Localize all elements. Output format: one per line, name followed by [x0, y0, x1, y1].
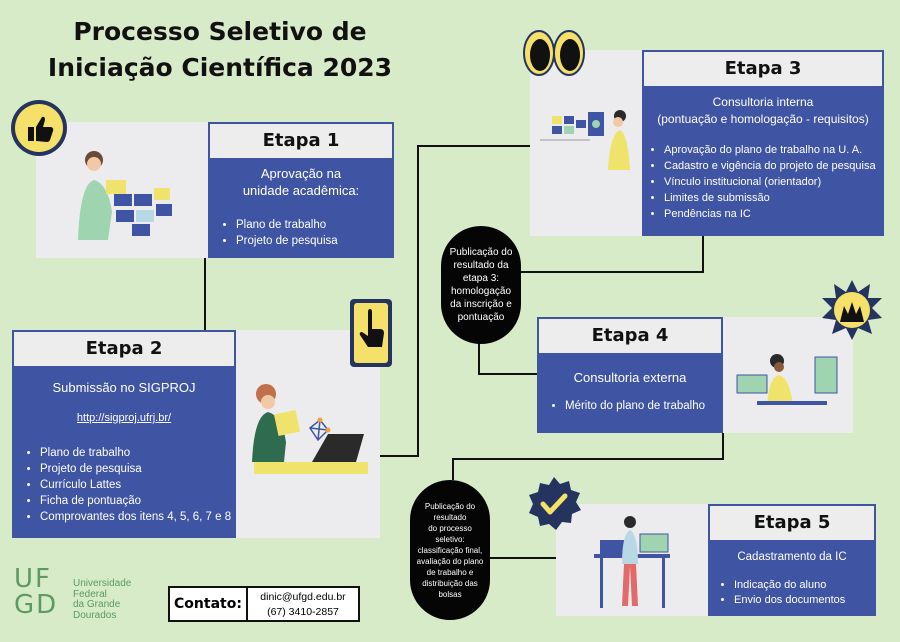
bubble-text: pontuação: [457, 312, 505, 323]
logo-text-line: Federal: [73, 588, 107, 600]
etapa5-list: Indicação do aluno Envio dos documentos: [708, 578, 876, 608]
etapa2-subtitle: Submissão no SIGPROJ: [52, 380, 196, 395]
etapa1-heading: Etapa 1: [208, 122, 394, 160]
connector-line: [380, 455, 418, 457]
etapa1-subtitle-line1: Aprovação na: [260, 166, 342, 181]
bubble-text: da inscrição e: [450, 299, 512, 310]
bubble-text: homologação: [450, 286, 512, 297]
list-item: Envio dos documentos: [734, 593, 876, 608]
etapa4-subtitle: Consultoria externa: [573, 370, 687, 385]
connector-line: [417, 145, 531, 147]
bubble-text: Publicação do: [424, 501, 476, 511]
bubble-text: bolsas: [438, 589, 462, 599]
etapa3-subtitle-line1: Consultoria interna: [712, 95, 814, 109]
person-with-tablet-illustration: [78, 151, 172, 240]
list-item: Projeto de pesquisa: [236, 233, 394, 249]
list-item: Plano de trabalho: [40, 445, 236, 461]
connector-line: [478, 330, 480, 374]
bubble-text: Publicação do: [449, 247, 513, 258]
etapa4-panel: Consultoria externa Mérito do plano de t…: [537, 355, 723, 433]
bubble-text: do processo: [428, 523, 472, 533]
etapa1-panel: Aprovação na unidade acadêmica: Plano de…: [208, 160, 394, 258]
bubble-text: distribuição das: [422, 578, 478, 588]
result-bubble-final: Publicação do resultado do processo sele…: [410, 480, 490, 620]
contact-email[interactable]: dinic@ufgd.edu.br: [260, 591, 346, 603]
etapa5-panel: Cadastramento da IC Indicação do aluno E…: [708, 542, 876, 616]
list-item: Mérito do plano de trabalho: [565, 398, 723, 414]
eyes-icon: [522, 28, 586, 78]
etapa3-heading: Etapa 3: [642, 50, 884, 88]
page-title: Processo Seletivo de Iniciação Científic…: [40, 14, 400, 86]
contact-phone: (67) 3410-2857: [267, 606, 339, 618]
connector-line: [417, 145, 419, 457]
logo-text-line: Dourados: [73, 609, 117, 621]
etapa2-panel: Submissão no SIGPROJ http://sigproj.ufrj…: [12, 368, 236, 538]
title-line-1: Processo Seletivo de: [73, 17, 367, 46]
logo-text-line: Universidade: [73, 578, 132, 589]
sigproj-link[interactable]: http://sigproj.ufrj.br/: [76, 412, 172, 424]
connector-line: [452, 458, 724, 460]
connector-line: [204, 258, 206, 332]
etapa3-subtitle-line2: (pontuação e homologação - requisitos): [657, 112, 869, 126]
ufgd-logo-text: Universidade Federal da Grande Dourados: [73, 578, 132, 621]
list-item: Currículo Lattes: [40, 477, 236, 493]
etapa1-subtitle-line2: unidade acadêmica:: [242, 183, 360, 198]
etapa4-heading: Etapa 4: [537, 317, 723, 355]
connector-line: [722, 432, 724, 460]
ufgd-logo: UF GD: [14, 566, 72, 620]
bubble-text: de trabalho e: [426, 567, 474, 577]
bubble-text: resultado da: [453, 260, 509, 271]
etapa1-illustration: [36, 122, 208, 258]
connector-line: [702, 235, 704, 272]
title-line-2: Iniciação Científica 2023: [47, 53, 393, 82]
etapa3-panel: Consultoria interna (pontuação e homolog…: [642, 88, 884, 236]
connector-line: [452, 458, 454, 480]
list-item: Aprovação do plano de trabalho na U. A.: [664, 142, 884, 158]
list-item: Limites de submissão: [664, 190, 884, 206]
logo-text-line: da Grande: [73, 599, 121, 610]
etapa5-subtitle: Cadastramento da IC: [737, 551, 847, 563]
logo-mark-bottom: GD: [14, 590, 59, 620]
bubble-text: classificação final,: [417, 545, 483, 555]
bubble-text: resultado: [433, 512, 467, 522]
list-item: Vínculo institucional (orientador): [664, 174, 884, 190]
connector-line: [478, 373, 538, 375]
list-item: Indicação do aluno: [734, 578, 876, 593]
etapa3-illustration: [530, 50, 642, 236]
bubble-text: etapa 3:: [462, 273, 500, 284]
bubble-text: avaliação do plano: [416, 556, 484, 566]
etapa5-heading: Etapa 5: [708, 504, 876, 542]
connector-line: [520, 271, 704, 273]
result-bubble-etapa3: Publicação do resultado da etapa 3: homo…: [441, 226, 521, 344]
contact-label: Contato:: [168, 586, 248, 622]
pointing-hand-icon: [349, 298, 393, 368]
person-with-chart-board-illustration: [540, 110, 630, 170]
list-item: Cadastro e vigência do projeto de pesqui…: [664, 158, 884, 174]
person-at-standing-desk-illustration: [594, 516, 670, 608]
hands-up-burst-icon: [820, 278, 884, 342]
etapa5-illustration: [556, 504, 708, 616]
list-item: Pendências na IC: [664, 206, 884, 222]
etapa4-illustration: [723, 317, 853, 433]
checkmark-icon: [526, 476, 582, 532]
etapa3-list: Aprovação do plano de trabalho na U. A. …: [642, 142, 884, 222]
list-item: Ficha de pontuação: [40, 493, 236, 509]
bubble-text: seletivo:: [435, 534, 465, 544]
etapa2-heading: Etapa 2: [12, 330, 236, 368]
contact-info: dinic@ufgd.edu.br (67) 3410-2857: [246, 586, 360, 622]
person-with-laptop-illustration: [252, 384, 368, 474]
list-item: Projeto de pesquisa: [40, 461, 236, 477]
person-reviewing-documents-illustration: [736, 354, 838, 405]
thumbs-up-icon: [10, 99, 68, 157]
etapa4-list: Mérito do plano de trabalho: [537, 398, 723, 414]
logo-mark-top: UF: [14, 564, 52, 594]
connector-line: [490, 557, 556, 559]
list-item: Plano de trabalho: [236, 217, 394, 233]
etapa1-list: Plano de trabalho Projeto de pesquisa: [208, 217, 394, 249]
list-item: Comprovantes dos itens 4, 5, 6, 7 e 8: [40, 509, 236, 525]
etapa2-list: Plano de trabalho Projeto de pesquisa Cu…: [12, 445, 236, 525]
